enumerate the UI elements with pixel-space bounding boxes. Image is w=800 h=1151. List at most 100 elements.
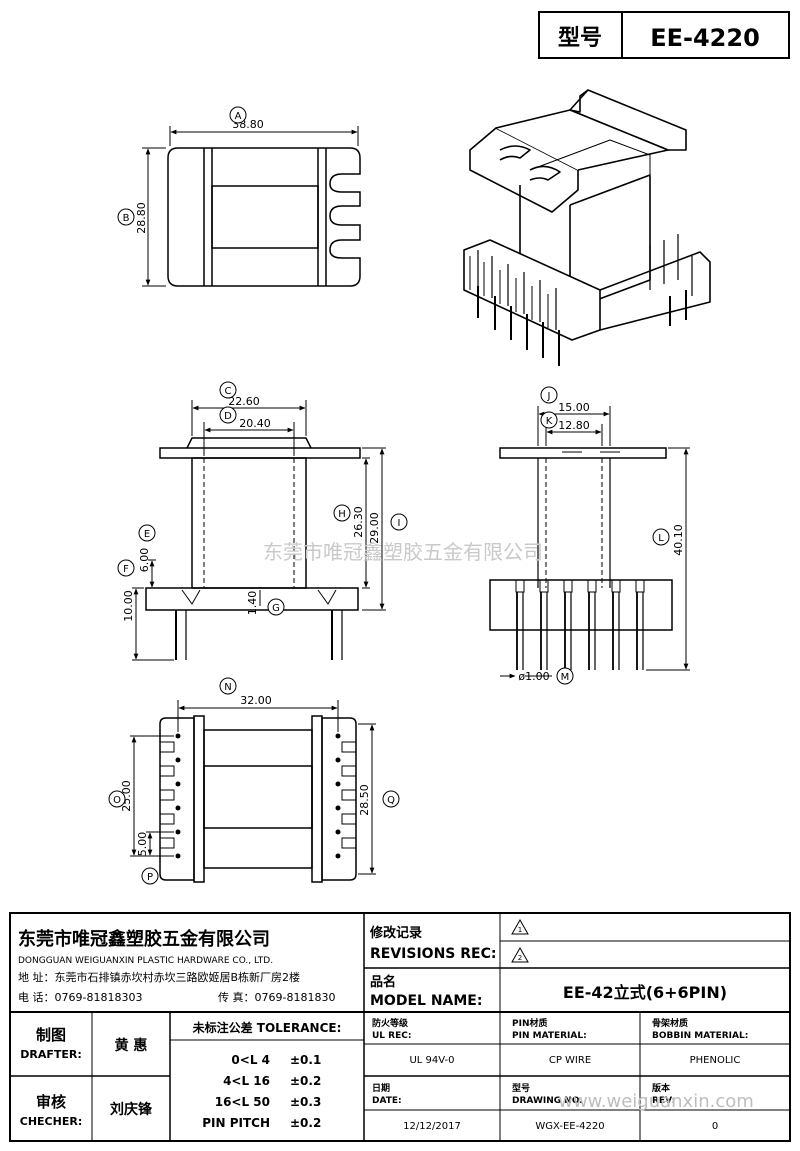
marker-d: D [219, 406, 237, 424]
drafter-name: 黄 惠 [115, 1037, 148, 1054]
title-block [9, 912, 791, 1142]
svg-text:A: A [235, 111, 242, 122]
svg-text:P: P [147, 872, 153, 883]
ul-label-en: UL REC: [372, 1031, 411, 1041]
marker-j: J [540, 386, 558, 404]
bobbin-label-cn: 骨架材质 [652, 1017, 688, 1029]
model-code: EE-4220 [650, 24, 760, 52]
checker-label-cn: 审核 [36, 1093, 66, 1111]
company-address: 地 址：东莞市石排镇赤坎村赤坎三路欧姬居B栋新厂房2楼 [18, 970, 300, 984]
dim-c: 22.60 [228, 395, 260, 408]
svg-text:Q: Q [387, 795, 395, 806]
tolerance-value: ±0.1 [290, 1053, 321, 1067]
marker-n: N [219, 677, 237, 695]
dim-j: 15.00 [558, 401, 590, 414]
dim-f: 10.00 [122, 590, 135, 622]
dim-p: 5.00 [136, 832, 149, 857]
bobbin-label-en: BOBBIN MATERIAL: [652, 1031, 748, 1041]
dim-m: ø1.00 [518, 670, 549, 683]
top-view [142, 126, 361, 287]
rev-label-en: REV: [652, 1096, 675, 1106]
rev-value: 0 [712, 1121, 718, 1132]
svg-text:F: F [123, 564, 129, 575]
marker-g: G [267, 598, 285, 616]
marker-h: H [333, 504, 351, 522]
checker-label-en: CHECHER: [20, 1115, 82, 1128]
tolerance-title: 未标注公差 TOLERANCE: [192, 1020, 342, 1035]
revision-mark-2: 2 [518, 954, 522, 962]
front-view [132, 400, 386, 661]
svg-text:J: J [547, 391, 551, 402]
svg-text:D: D [224, 411, 232, 422]
svg-text:M: M [561, 672, 570, 683]
pin-label-en: PIN MATERIAL: [512, 1031, 587, 1041]
revision-mark-1: 1 [518, 926, 522, 934]
type-label: 型号 [558, 26, 602, 51]
dim-b: 28.80 [135, 202, 148, 234]
marker-b: B [117, 208, 135, 226]
dim-q: 28.50 [358, 784, 371, 816]
model-value: EE-42立式(6+6PIN) [563, 983, 727, 1002]
side-view [489, 406, 690, 679]
dim-h: 26.30 [352, 506, 365, 538]
ul-value: UL 94V-0 [409, 1055, 454, 1066]
marker-m: M [556, 667, 574, 685]
tolerance-range: 0<L 4 [231, 1053, 270, 1067]
revisions-label-cn: 修改记录 [369, 925, 422, 941]
company-name-cn: 东莞市唯冠鑫塑胶五金有限公司 [18, 928, 270, 950]
dim-l: 40.10 [672, 524, 685, 556]
marker-f: F [117, 559, 135, 577]
pin-label-cn: PIN材质 [512, 1017, 547, 1029]
dim-d: 20.40 [239, 417, 271, 430]
rev-label-cn: 版本 [651, 1082, 671, 1094]
svg-text:G: G [272, 603, 280, 614]
svg-text:B: B [123, 213, 130, 224]
checker-name: 刘庆锋 [110, 1101, 153, 1118]
tolerance-value: ±0.2 [290, 1116, 321, 1130]
marker-i: I [390, 513, 408, 531]
pin-value: CP WIRE [549, 1055, 591, 1066]
marker-k: K [540, 411, 558, 429]
drafter-label-en: DRAFTER: [20, 1048, 82, 1061]
ul-label-cn: 防火等级 [372, 1017, 409, 1029]
marker-o: O [108, 790, 126, 808]
watermark-url: www.weiguanxin.com [558, 1091, 754, 1112]
bobbin-value: PHENOLIC [690, 1055, 741, 1066]
drawing-label-cn: 型号 [512, 1082, 530, 1094]
company-phone: 电 话：0769-81818303 [18, 991, 142, 1004]
company-fax: 传 真：0769-8181830 [218, 990, 335, 1004]
dim-i: 29.00 [368, 512, 381, 544]
tolerance-range: 4<L 16 [223, 1074, 270, 1088]
isometric-view [463, 89, 711, 366]
tolerance-value: ±0.2 [290, 1074, 321, 1088]
date-value: 12/12/2017 [403, 1121, 461, 1132]
marker-c: C [219, 381, 237, 399]
svg-text:L: L [658, 533, 664, 544]
svg-text:N: N [224, 682, 231, 693]
marker-e: E [138, 524, 156, 542]
dim-e: 6.00 [138, 548, 151, 573]
company-name-en: DONGGUAN WEIGUANXIN PLASTIC HARDWARE CO.… [18, 956, 273, 966]
drawing-value: WGX-EE-4220 [535, 1121, 604, 1132]
date-label-en: DATE: [372, 1096, 402, 1106]
svg-text:I: I [398, 518, 401, 529]
svg-text:H: H [338, 509, 346, 520]
tolerance-value: ±0.3 [290, 1095, 321, 1109]
dim-g: 1.40 [246, 591, 259, 616]
tolerance-range: 16<L 50 [215, 1095, 270, 1109]
bottom-view [130, 700, 376, 883]
watermark-text: 东莞市唯冠鑫塑胶五金有限公司 [263, 540, 543, 564]
model-label-en: MODEL NAME: [370, 993, 482, 1009]
date-label-cn: 日期 [372, 1082, 390, 1094]
drafter-label-cn: 制图 [36, 1026, 66, 1044]
header-box: 型号 EE-4220 [538, 11, 790, 59]
svg-text:O: O [113, 795, 121, 806]
dim-n: 32.00 [240, 694, 272, 707]
tolerance-range: PIN PITCH [202, 1116, 270, 1130]
marker-p: P [141, 867, 159, 885]
marker-a: A [229, 106, 247, 124]
marker-q: Q [382, 790, 400, 808]
revisions-label-en: REVISIONS REC: [370, 946, 496, 962]
svg-text:K: K [546, 416, 553, 427]
